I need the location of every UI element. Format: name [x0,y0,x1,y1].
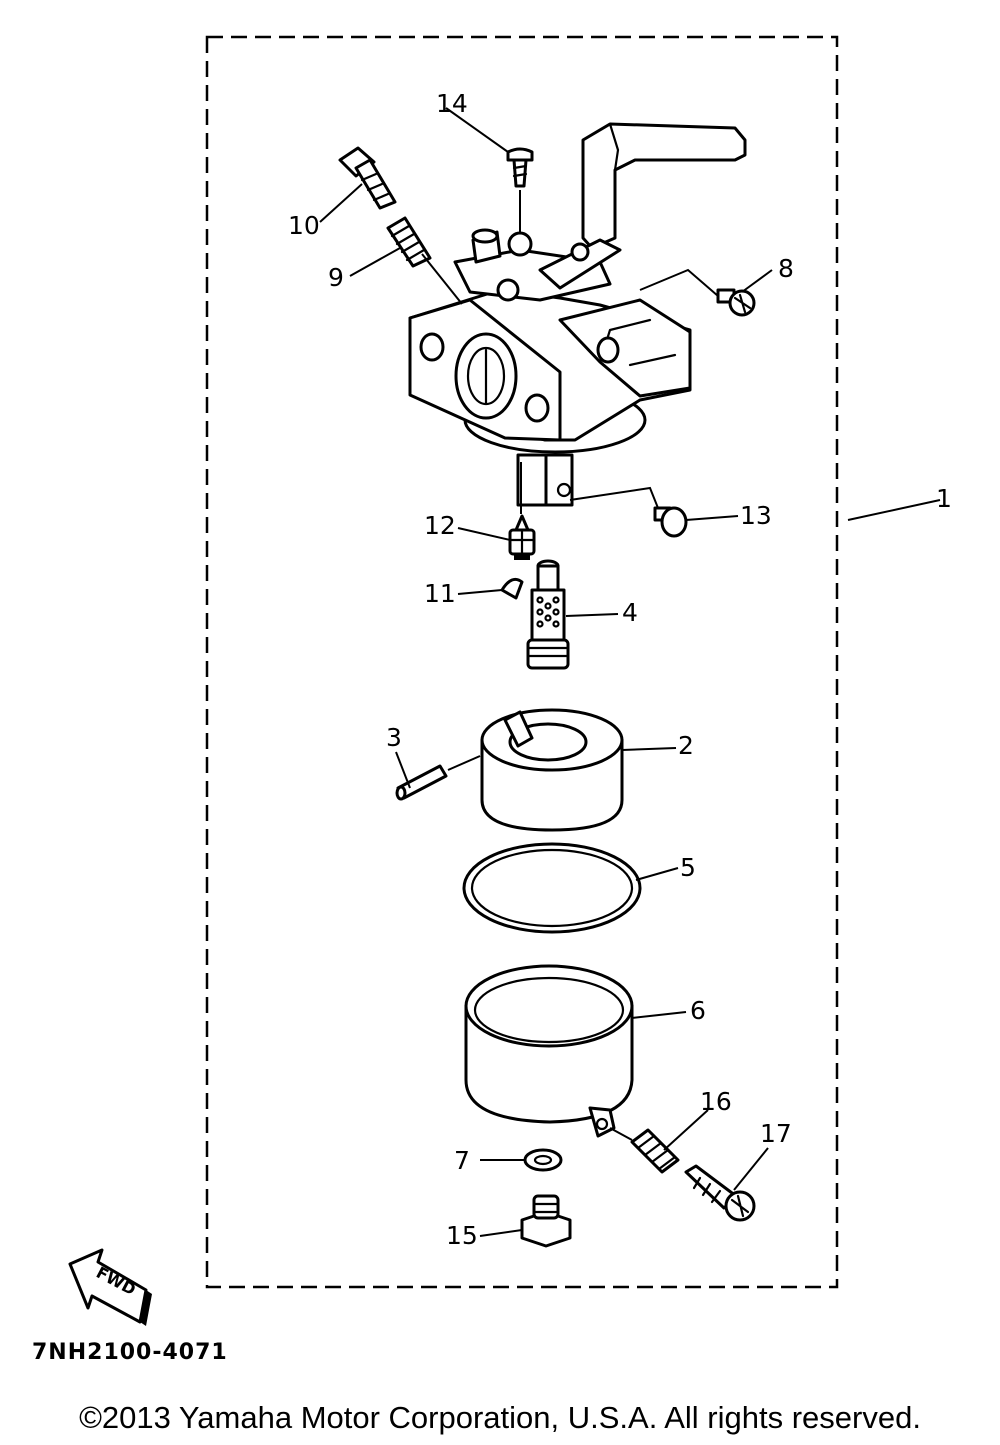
part-10-screw [338,146,397,210]
part-12-needle-valve [508,514,536,560]
callout-9: 9 [328,263,344,292]
fwd-arrow-icon: FWD [68,1248,152,1326]
part-15-drain-plug [520,1194,572,1248]
callout-10: 10 [288,211,320,240]
callout-7: 7 [454,1146,470,1175]
callout-11: 11 [424,579,456,608]
part-17-screw [684,1164,756,1222]
part-3-pin [395,764,448,801]
callout-14: 14 [436,89,468,118]
copyright-notice: ©2013 Yamaha Motor Corporation, U.S.A. A… [79,1400,921,1435]
part-6-float-bowl [464,964,634,1138]
callout-3: 3 [386,723,402,752]
carburetor-body [408,122,747,507]
callout-13: 13 [740,501,772,530]
part-13-screw [653,506,688,538]
callout-8: 8 [778,254,794,283]
part-2-float [480,708,624,832]
callout-1: 1 [936,484,952,513]
callout-17: 17 [760,1119,792,1148]
drawing-code: 7NH2100-4071 [32,1340,228,1365]
part-7-washer [523,1148,563,1172]
part-11-clip [500,577,524,600]
callout-4: 4 [622,598,638,627]
part-9-spring [386,216,432,268]
callout-6: 6 [690,996,706,1025]
callout-12: 12 [424,511,456,540]
callout-15: 15 [446,1221,478,1250]
callout-2: 2 [678,731,694,760]
assembly-boundary [205,35,839,1289]
part-8-screw [716,288,756,317]
callout-16: 16 [700,1087,732,1116]
part-5-gasket [462,842,642,934]
part-16-spring [630,1128,680,1174]
callout-5: 5 [680,853,696,882]
part-4-main-nozzle [526,559,570,670]
part-14-screw [506,147,534,188]
